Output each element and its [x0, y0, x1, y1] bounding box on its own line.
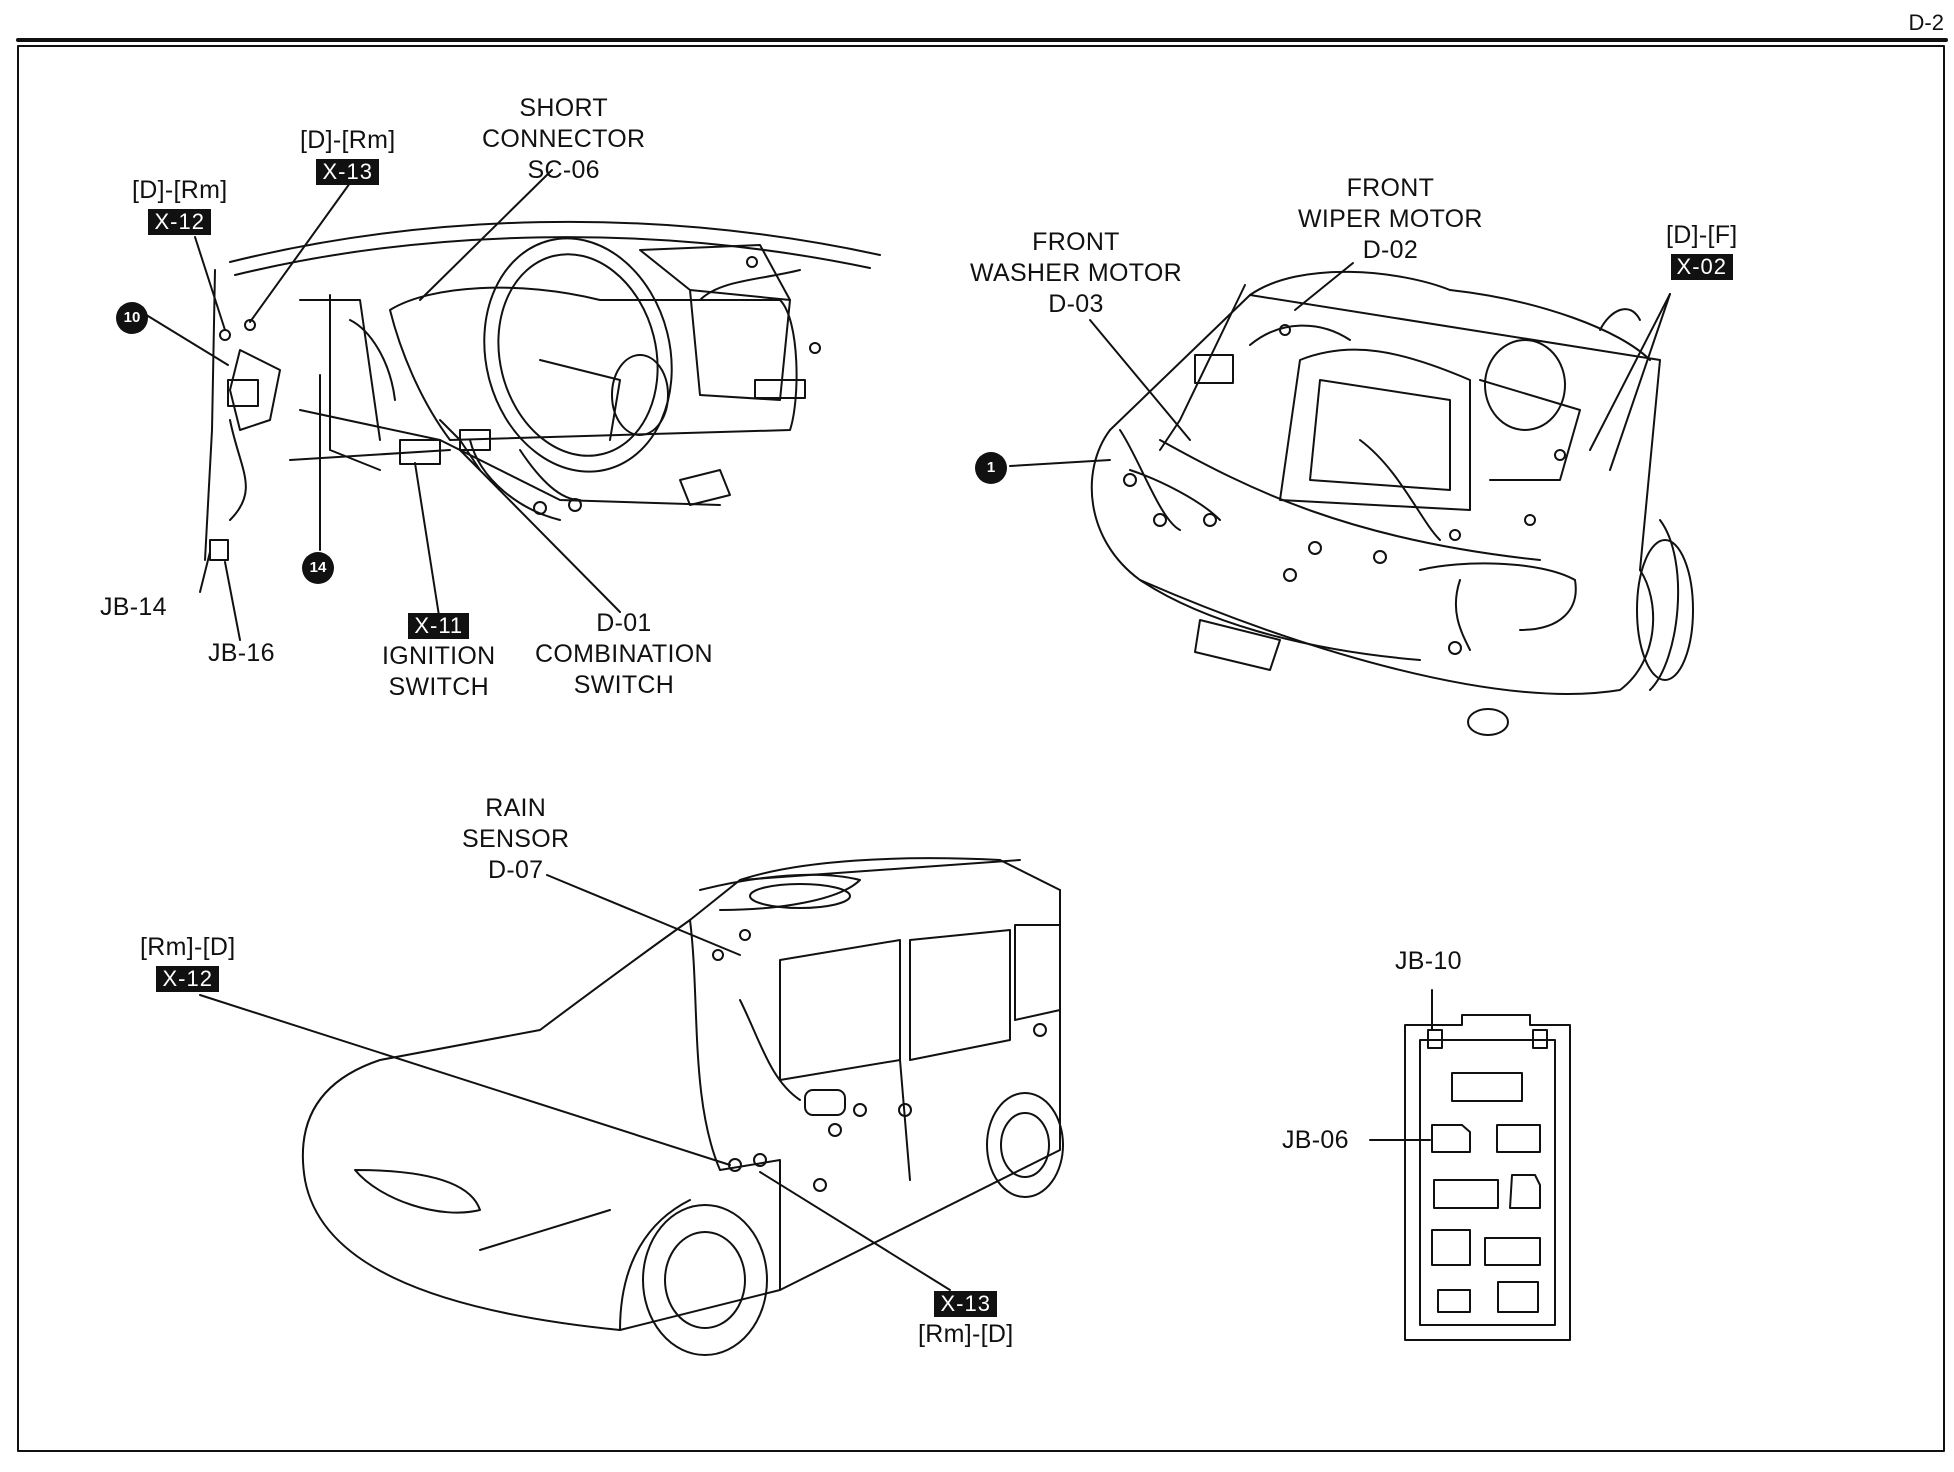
dashboard-drawing: [204, 220, 881, 561]
combination-line2: COMBINATION: [535, 640, 713, 668]
minivan-drawing: [301, 857, 1064, 1356]
jb06-label: JB-06: [1282, 1126, 1349, 1154]
x13-bottom-tag: X-13: [934, 1291, 997, 1317]
x12-top-bracket: [D]-[Rm]: [132, 176, 228, 204]
short-connector-line2: CONNECTOR: [482, 125, 646, 153]
x13-bottom-label: X-13 [Rm]-[D]: [918, 1288, 1013, 1350]
callout-1: 1: [975, 452, 1007, 484]
jb16-label: JB-16: [208, 639, 275, 667]
ignition-switch-label: X-11 IGNITION SWITCH: [382, 610, 496, 703]
wiper-line2: WIPER MOTOR: [1298, 205, 1483, 233]
x13-top-label: [D]-[Rm] X-13: [300, 125, 395, 187]
x12-top-tag: X-12: [148, 209, 211, 235]
junction-box-drawing: [1404, 1014, 1571, 1341]
rain-line3: D-07: [488, 856, 544, 884]
x02-bracket: [D]-[F]: [1666, 221, 1738, 249]
ignition-line2: SWITCH: [388, 673, 489, 701]
callout-14: 14: [302, 552, 334, 584]
wiper-motor-label: FRONT WIPER MOTOR D-02: [1298, 173, 1483, 266]
combination-line1: D-01: [596, 609, 652, 637]
x12-bottom-bracket: [Rm]-[D]: [140, 933, 236, 961]
jb10-label: JB-10: [1395, 947, 1462, 975]
x02-tag: X-02: [1670, 254, 1734, 280]
short-connector-label: SHORT CONNECTOR SC-06: [482, 93, 645, 186]
rain-line1: RAIN: [485, 794, 547, 822]
engine-bay-drawing: [1090, 270, 1694, 736]
washer-line2: WASHER MOTOR: [970, 259, 1182, 287]
x12-bottom-label: [Rm]-[D] X-12: [140, 932, 235, 994]
x12-bottom-tag: X-12: [156, 966, 219, 992]
x13-bottom-bracket: [Rm]-[D]: [918, 1320, 1014, 1348]
page-number: D-2: [1908, 10, 1944, 35]
combination-line3: SWITCH: [573, 671, 675, 699]
short-connector-line3: SC-06: [527, 156, 600, 184]
rain-line2: SENSOR: [462, 825, 570, 853]
callout-10: 10: [116, 302, 148, 334]
combination-switch-label: D-01 COMBINATION SWITCH: [535, 608, 713, 701]
washer-line3: D-03: [1048, 290, 1104, 318]
x12-top-label: [D]-[Rm] X-12: [132, 175, 227, 237]
short-connector-line1: SHORT: [519, 94, 608, 122]
washer-line1: FRONT: [1032, 228, 1120, 256]
rain-sensor-label: RAIN SENSOR D-07: [462, 793, 569, 886]
x13-top-bracket: [D]-[Rm]: [300, 126, 396, 154]
jb14-label: JB-14: [100, 593, 167, 621]
ignition-line1: IGNITION: [382, 642, 496, 670]
x02-label: [D]-[F] X-02: [1666, 220, 1738, 282]
washer-motor-label: FRONT WASHER MOTOR D-03: [970, 227, 1182, 320]
wiper-line1: FRONT: [1346, 174, 1435, 202]
wiper-line3: D-02: [1362, 236, 1419, 264]
page-frame: [17, 45, 1945, 1452]
x13-top-tag: X-13: [316, 159, 379, 185]
ignition-tag: X-11: [408, 613, 470, 639]
